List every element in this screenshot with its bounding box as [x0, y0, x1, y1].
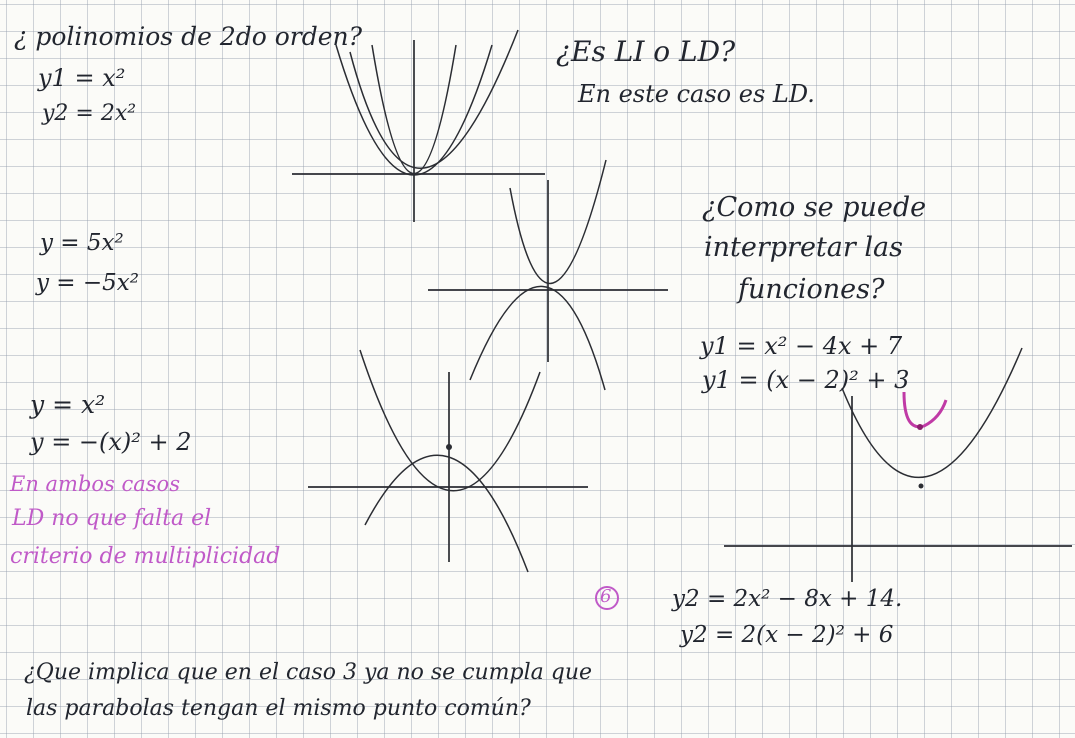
equation-pair3-a: y = x² [30, 390, 106, 419]
graph-opposite-parabolas [428, 159, 668, 391]
graph-parabolas-same-vertex [292, 29, 545, 222]
graph4-curve [841, 347, 1023, 479]
equation-y1-vertex-form: y1 = (x − 2)² + 3 [702, 366, 910, 394]
equation-pair1-y1: y1 = x² [38, 64, 126, 92]
question-interpret-line3: funciones? [738, 274, 885, 305]
equation-pair2-a: y = 5x² [40, 230, 124, 256]
pink-vertex-dot [917, 424, 923, 430]
equation-y1-expanded: y1 = x² − 4x + 7 [700, 332, 903, 360]
graph2-downward-curve [469, 285, 606, 391]
pink-note-line3: criterio de multiplicidad [10, 544, 281, 569]
question-interpret-line1: ¿Como se puede [702, 192, 927, 223]
question-interpret-line2: interpretar las [704, 232, 903, 263]
graph2-upward-curve [509, 159, 607, 285]
answer-ld: En este caso es LD. [578, 80, 815, 108]
equation-pair1-y2: y2 = 2x² [42, 101, 137, 126]
circled-label: 6 [600, 586, 612, 607]
equation-y2-vertex-form: y2 = 2(x − 2)² + 6 [680, 622, 894, 648]
circle-mark [595, 586, 619, 610]
graph1-curve-wide [335, 44, 493, 176]
graph3-upward-curve [359, 349, 541, 492]
graph-intersecting-parabolas [308, 349, 588, 573]
final-question-line1: ¿Que implica que en el caso 3 ya no se c… [24, 660, 593, 685]
final-question-line2: las parabolas tengan el mismo punto comú… [26, 696, 531, 721]
equation-pair3-b: y = −(x)² + 2 [30, 428, 192, 456]
heading-text: ¿ polinomios de 2do orden? [14, 22, 363, 51]
graph1-curve-extra [349, 29, 519, 169]
pink-note-line2: LD no que falta el [12, 506, 212, 531]
pink-note-line1: En ambos casos [10, 472, 180, 496]
graph-shifted-parabola [724, 347, 1072, 582]
question-li-ld: ¿Es LI o LD? [556, 35, 736, 68]
equation-pair2-b: y = −5x² [36, 270, 139, 296]
graph1-curve-narrow [371, 44, 457, 175]
graph3-vertex-dot [446, 444, 452, 450]
pink-mini-parabola [902, 391, 948, 429]
graph4-vertex-dot [918, 483, 924, 489]
graph3-downward-curve [364, 454, 529, 573]
equation-y2-expanded: y2 = 2x² − 8x + 14. [672, 586, 903, 612]
